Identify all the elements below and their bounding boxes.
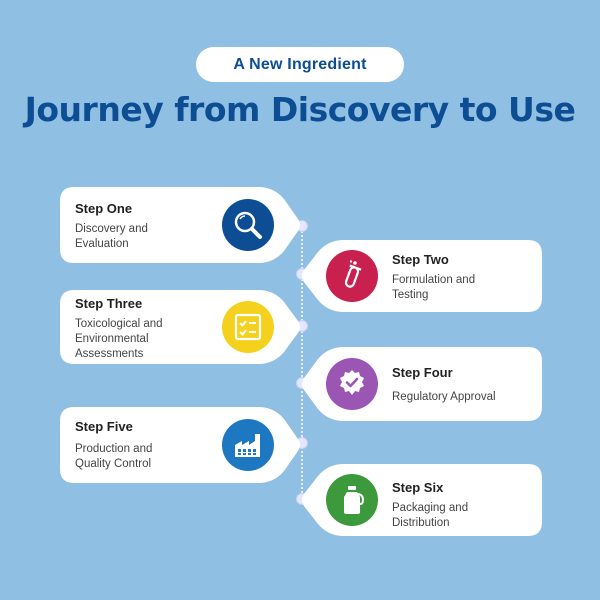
subtitle-pill: A New Ingredient (196, 47, 404, 82)
step-description: Packaging and Distribution (392, 502, 469, 529)
step-title: Step Five (75, 419, 133, 434)
step-title: Step One (75, 201, 133, 216)
icon-circle (326, 358, 378, 410)
approval-badge-icon (340, 370, 364, 395)
step-title: Step Four (392, 365, 453, 380)
icon-circle (222, 199, 274, 251)
icon-circle (222, 301, 274, 353)
step-description: Formulation and Testing (392, 274, 476, 301)
icon-circle (222, 419, 274, 471)
test-tube-icon (344, 260, 362, 288)
icon-circle (326, 474, 378, 526)
step-title: Step Two (392, 252, 449, 267)
step-description: Regulatory Approval (392, 391, 496, 403)
step-description: Toxicological and Environmental Assessme… (75, 318, 163, 360)
step-description: Production and Quality Control (75, 443, 153, 470)
magnifier-icon (234, 211, 262, 239)
page-title: Journey from Discovery to Use (24, 90, 576, 129)
step-description: Discovery and Evaluation (75, 223, 148, 250)
step-card-2: Step Two Formulation and Testing (296, 240, 542, 312)
icon-circle (326, 250, 378, 302)
step-card-6: Step Six Packaging and Distribution (296, 464, 542, 536)
timeline-line (301, 224, 303, 500)
step-card-5: Step Five Production and Quality Control (60, 407, 310, 483)
bottle-icon (344, 486, 365, 514)
subtitle-text: A New Ingredient (233, 55, 367, 73)
step-title: Step Three (75, 296, 143, 311)
step-card-1: Step One Discovery and Evaluation (60, 187, 310, 263)
checklist-icon (234, 313, 262, 341)
step-card-4: Step Four Regulatory Approval (296, 347, 542, 421)
step-title: Step Six (392, 480, 444, 495)
step-card-3: Step Three Toxicological and Environment… (60, 290, 310, 364)
factory-icon (235, 434, 260, 457)
